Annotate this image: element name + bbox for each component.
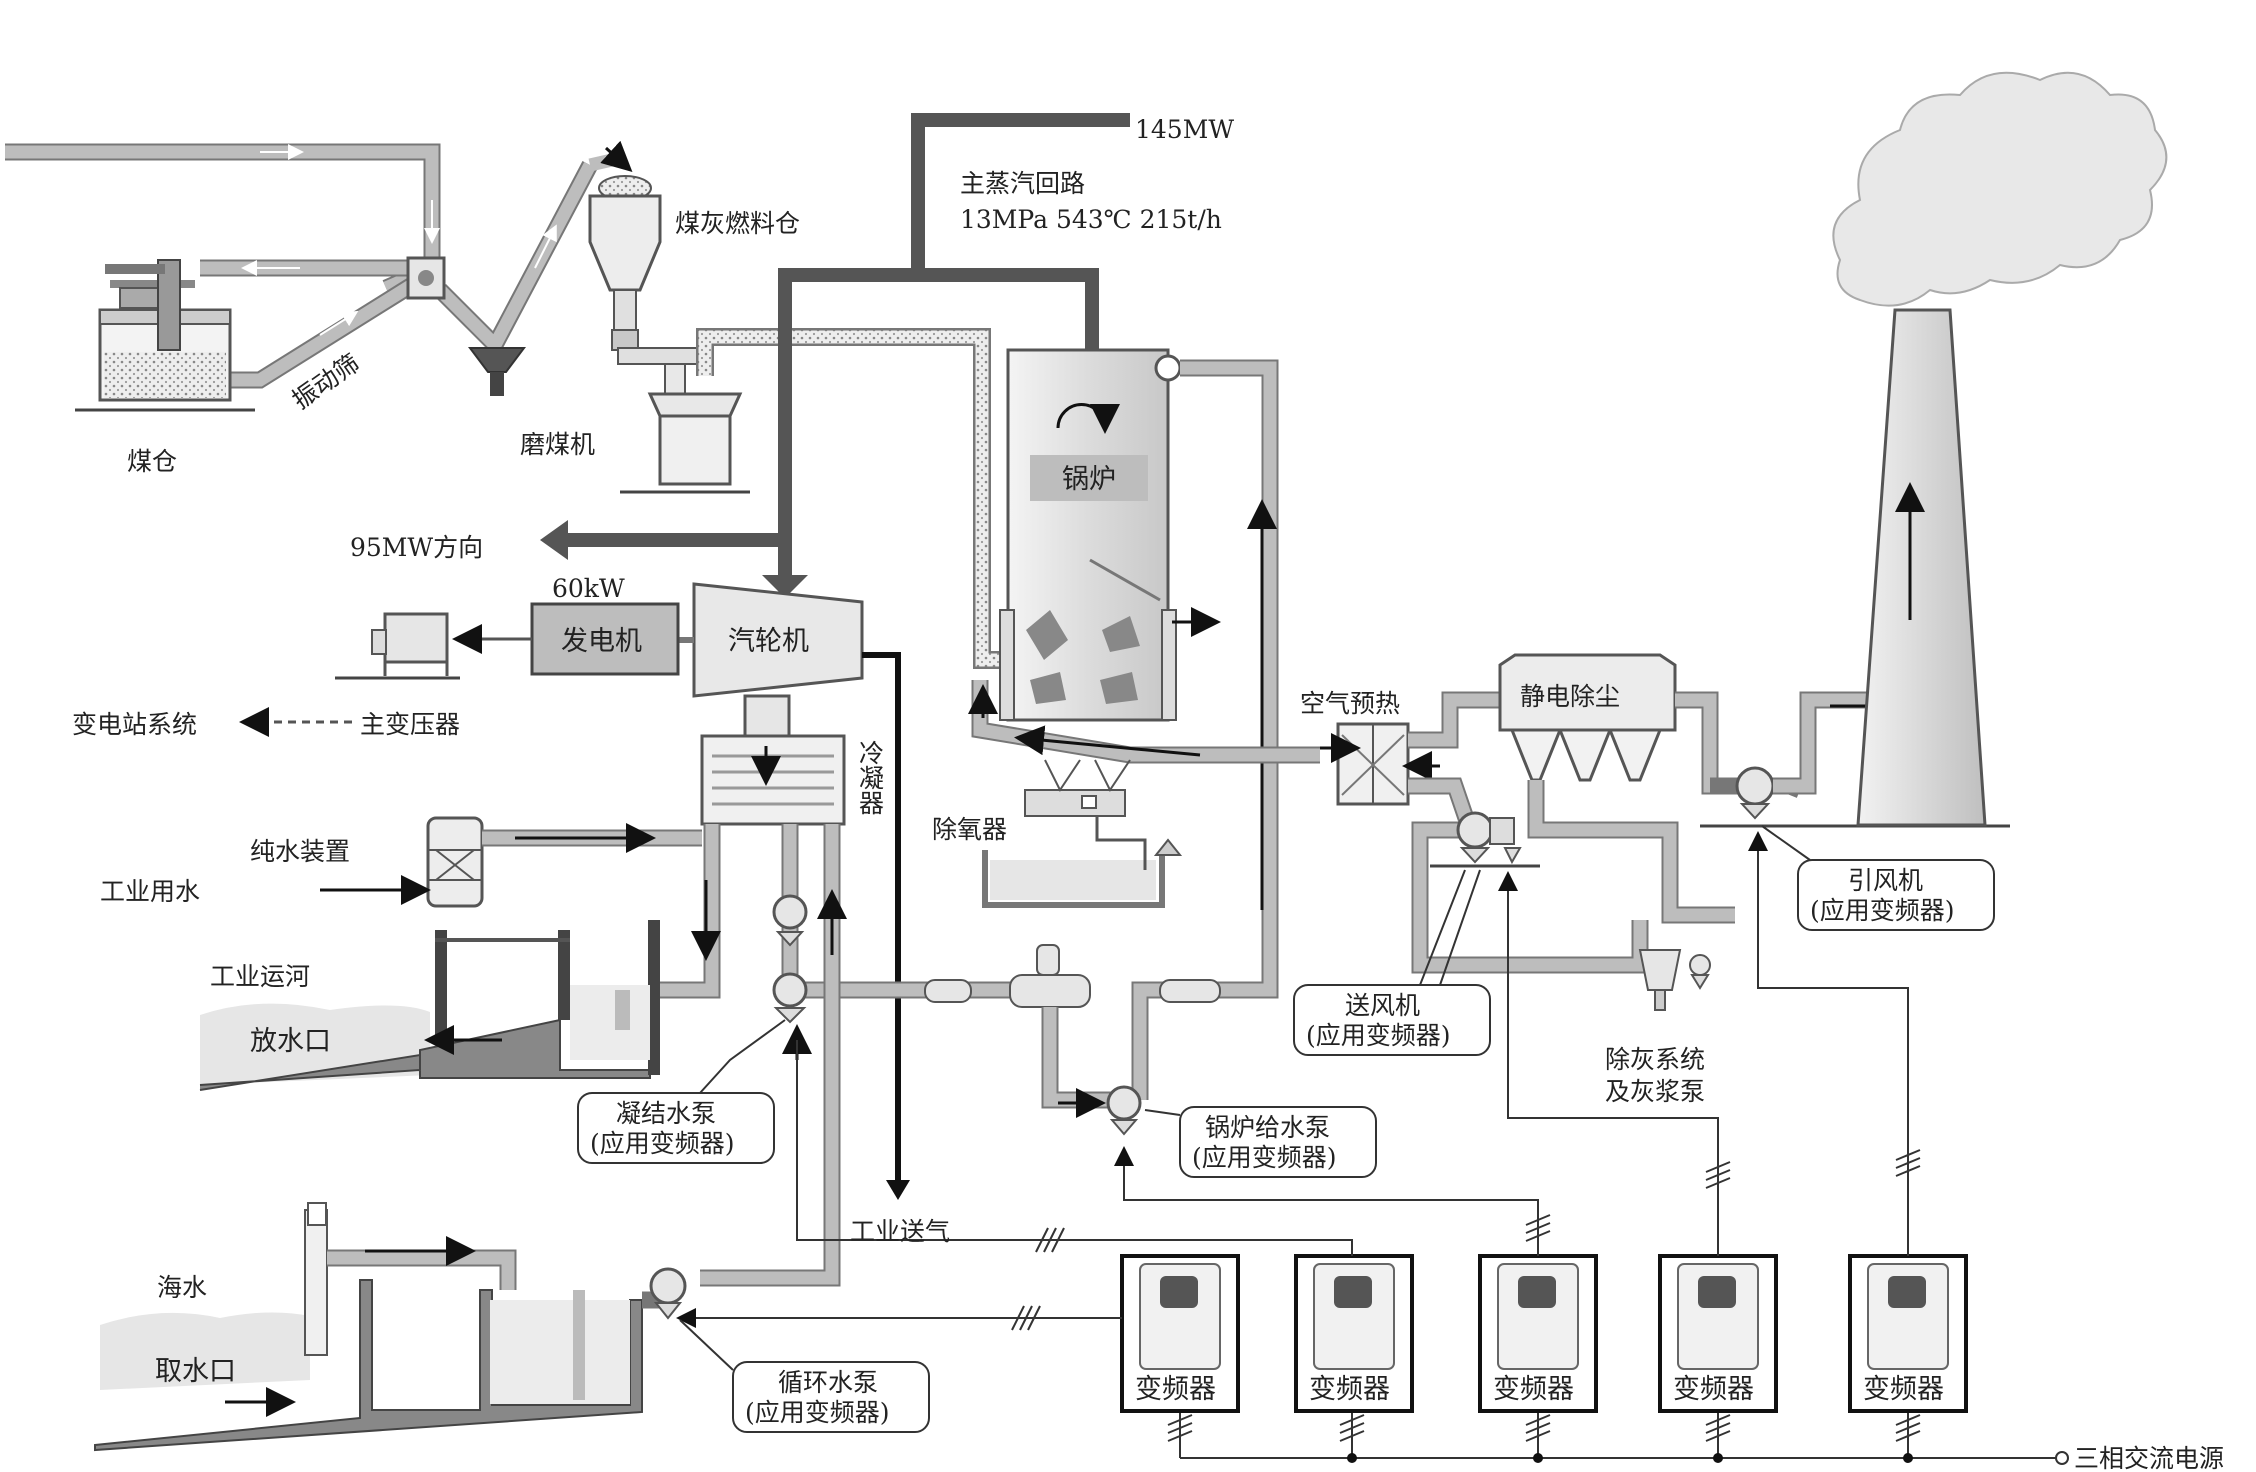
ash-removal-label-2: 及灰浆泵 [1605, 1077, 1705, 1106]
boiler-feed-pump-callout: 锅炉给水泵 (应用变频器) [1144, 1106, 1377, 1178]
forced-draft-fan-icon [1430, 811, 1540, 868]
deaerator-icon [982, 759, 1183, 908]
industrial-steam-label: 工业送气 [850, 1217, 950, 1246]
power-145mw-label: 145MW [1135, 115, 1234, 144]
svg-text:引风机: 引风机 [1848, 866, 1923, 895]
fuel-bin-label: 煤灰燃料仓 [675, 209, 800, 238]
esp-label: 静电除尘 [1520, 682, 1620, 711]
smoke-icon [1832, 71, 2168, 307]
vfd-2-label: 变频器 [1309, 1374, 1390, 1405]
svg-text:(应用变频器): (应用变频器) [1192, 1143, 1337, 1172]
terminal-circle-icon [2055, 1451, 2069, 1465]
svg-text:(应用变频器): (应用变频器) [1306, 1021, 1451, 1050]
boiler-icon [999, 348, 1182, 722]
vfd-5[interactable]: 变频器 [1848, 1254, 1968, 1413]
control-wiring [676, 831, 1909, 1328]
induced-draft-fan-callout: 引风机 (应用变频器) [1761, 825, 1995, 931]
deaerator-label: 除氧器 [932, 815, 1007, 844]
pure-water-label: 纯水装置 [250, 837, 350, 866]
air-preheater-icon [1320, 722, 1440, 806]
boiler-feed-pump-icon [1106, 1085, 1142, 1136]
svg-text:凝结水泵: 凝结水泵 [616, 1099, 716, 1128]
svg-text:送风机: 送风机 [1345, 991, 1420, 1020]
svg-text:锅炉给水泵: 锅炉给水泵 [1205, 1113, 1330, 1142]
vfd-2[interactable]: 变频器 [1294, 1254, 1414, 1413]
coal-bunker-icon [75, 259, 255, 412]
main-steam-params: 13MPa 543℃ 215t/h [960, 205, 1222, 234]
seawater-intake-icon [94, 1202, 643, 1452]
chimney-icon [1856, 308, 1987, 827]
outfall-label: 放水口 [250, 1026, 331, 1057]
circulating-pump-callout: 循环水泵 (应用变频器) [679, 1319, 930, 1433]
substation-label: 变电站系统 [72, 710, 197, 739]
svg-text:循环水泵: 循环水泵 [778, 1368, 878, 1397]
main-steam-circuit: 145MW 主蒸汽回路 13MPa 543℃ 215t/h 95MW方向 [350, 113, 1234, 598]
main-steam-title: 主蒸汽回路 [960, 169, 1085, 198]
industrial-water-label: 工业用水 [100, 877, 200, 906]
ash-pump-icon [1638, 949, 1711, 1011]
air-preheater-label: 空气预热 [1300, 689, 1400, 718]
coal-handling: 煤仓 振动筛 煤灰燃料仓 磨煤机 [5, 140, 1000, 669]
coal-mill-icon [617, 347, 750, 494]
condenser-icon [700, 694, 846, 826]
boiler-label: 锅炉 [1062, 464, 1116, 495]
circulating-pump-icon [649, 1267, 687, 1320]
vfd-3[interactable]: 变频器 [1478, 1254, 1598, 1413]
condenser-label: 冷凝器 [856, 740, 885, 815]
transformer-icon [335, 612, 460, 680]
ash-removal-label-1: 除灰系统 [1605, 1045, 1705, 1074]
electrostatic-precipitator-icon [1498, 653, 1677, 782]
vfd-5-label: 变频器 [1863, 1374, 1944, 1405]
coal-bunker-label: 煤仓 [127, 447, 177, 476]
svg-text:(应用变频器): (应用变频器) [1810, 896, 1955, 925]
tick-marks [1011, 1149, 1921, 1442]
power-60kw-label: 60kW [552, 574, 625, 603]
condensate-pump-callout: 凝结水泵 (应用变频器) [577, 1019, 786, 1164]
canal-outfall-icon [199, 920, 660, 1091]
pure-water-device-icon [426, 816, 484, 908]
direction-95mw-label: 95MW方向 [350, 533, 483, 562]
fuel-bin-icon [588, 140, 662, 351]
pump-icon [772, 894, 808, 1024]
vfd-1[interactable]: 变频器 [1120, 1254, 1240, 1413]
industrial-canal-label: 工业运河 [210, 962, 310, 991]
water-intake-label: 取水口 [155, 1356, 236, 1387]
vfd-4-label: 变频器 [1673, 1374, 1754, 1405]
coal-mill-label: 磨煤机 [520, 430, 595, 459]
vfd-4[interactable]: 变频器 [1658, 1254, 1778, 1413]
vfd-drops [1179, 1410, 1913, 1463]
generator-label: 发电机 [561, 626, 642, 657]
coal-hopper [468, 347, 526, 373]
seawater-label: 海水 [157, 1273, 207, 1302]
turbine-icon [692, 582, 864, 698]
forced-draft-fan-callout: 送风机 (应用变频器) [1293, 869, 1491, 1056]
vfd-3-label: 变频器 [1493, 1374, 1574, 1405]
turbine-label: 汽轮机 [728, 626, 809, 657]
svg-text:(应用变频器): (应用变频器) [590, 1129, 735, 1158]
vfd-1-label: 变频器 [1135, 1374, 1216, 1405]
main-transformer-label: 主变压器 [360, 710, 460, 739]
svg-text:(应用变频器): (应用变频器) [745, 1398, 890, 1427]
three-phase-ac-label: 三相交流电源 [2074, 1444, 2224, 1472]
